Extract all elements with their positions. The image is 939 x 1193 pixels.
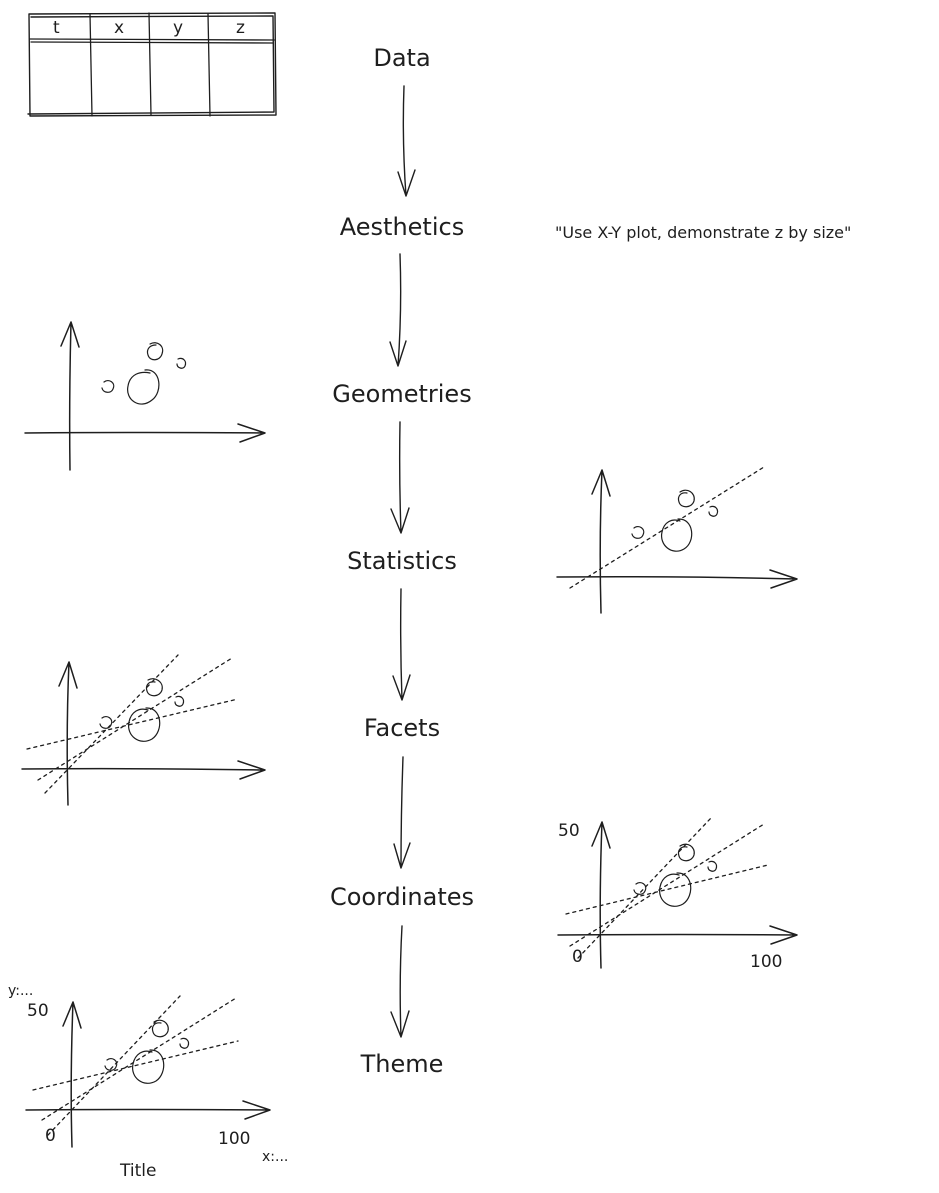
step-geometries: Geometries [332, 380, 471, 408]
table-header-divider [29, 38, 275, 44]
coordinates-plot: 50 0 100 [557, 817, 798, 972]
theme-x-max: 100 [218, 1129, 250, 1149]
table-header-z: z [236, 18, 245, 38]
table-header-y: y [173, 18, 183, 38]
point-small [631, 525, 645, 539]
fit-line-blue [577, 817, 712, 959]
facets-plot [21, 654, 266, 806]
theme-y-max: 50 [27, 1001, 49, 1021]
point-small [633, 881, 647, 895]
point-medium [151, 1019, 169, 1038]
step-statistics: Statistics [347, 547, 457, 575]
theme-title: Title [119, 1161, 156, 1181]
x-axis-arrow [25, 1100, 271, 1120]
aesthetics-note: "Use X-Y plot, demonstrate z by size" [555, 223, 851, 242]
arrow-down-icon [390, 421, 410, 534]
point-tiny [176, 357, 187, 369]
step-aesthetics: Aesthetics [340, 213, 464, 241]
point-medium [677, 843, 695, 862]
data-table: t x y z [27, 12, 277, 117]
point-large [127, 369, 160, 405]
fit-line-teal [32, 1040, 239, 1091]
x-axis-arrow [24, 423, 266, 443]
point-large [659, 872, 692, 907]
y-axis-arrow [58, 661, 78, 806]
geometries-plot [24, 321, 266, 471]
table-column-dividers [89, 12, 211, 117]
fit-line-red [37, 657, 233, 781]
y-axis-arrow [60, 321, 80, 471]
point-medium [146, 342, 164, 361]
point-tiny [708, 505, 719, 517]
point-small [104, 1057, 118, 1071]
point-tiny [179, 1037, 190, 1049]
theme-y-label: y:... [8, 983, 33, 999]
table-header-x: x [114, 18, 124, 38]
arrow-down-icon [392, 588, 411, 701]
point-medium [677, 489, 695, 508]
y-axis-arrow [62, 1001, 82, 1148]
theme-x-label: x:... [262, 1149, 288, 1165]
point-tiny [707, 860, 718, 872]
point-medium [145, 678, 163, 697]
statistics-plot [556, 466, 798, 614]
point-small [101, 379, 115, 393]
step-theme: Theme [360, 1050, 444, 1078]
fit-line-red [569, 823, 765, 947]
point-small [99, 715, 113, 729]
theme-origin: 0 [45, 1126, 56, 1146]
arrow-down-icon [390, 925, 410, 1038]
fit-line-red [41, 997, 237, 1121]
fit-line-blue [47, 995, 181, 1136]
fit-line-red [569, 466, 765, 589]
table-header-t: t [53, 18, 60, 38]
x-axis-arrow [556, 569, 798, 589]
step-coordinates: Coordinates [330, 883, 474, 911]
point-tiny [174, 695, 185, 707]
y-axis-arrow [591, 821, 611, 969]
arrow-down-icon [389, 253, 407, 367]
coordinates-x-max: 100 [750, 952, 782, 972]
arrow-down-icon [393, 756, 411, 869]
step-facets: Facets [364, 714, 440, 742]
x-axis-arrow [21, 760, 266, 780]
y-axis-arrow [591, 469, 611, 614]
fit-line-teal [26, 698, 239, 750]
arrow-down-icon [397, 85, 416, 197]
flow-arrows [389, 85, 416, 1038]
point-large [132, 1049, 165, 1084]
step-data: Data [373, 44, 430, 72]
theme-plot: y:... 50 0 100 x:... Title [8, 983, 288, 1181]
coordinates-origin: 0 [572, 947, 583, 967]
point-large [660, 518, 693, 552]
fit-line-teal [565, 864, 769, 915]
point-large [128, 707, 161, 742]
coordinates-y-max: 50 [558, 821, 580, 841]
